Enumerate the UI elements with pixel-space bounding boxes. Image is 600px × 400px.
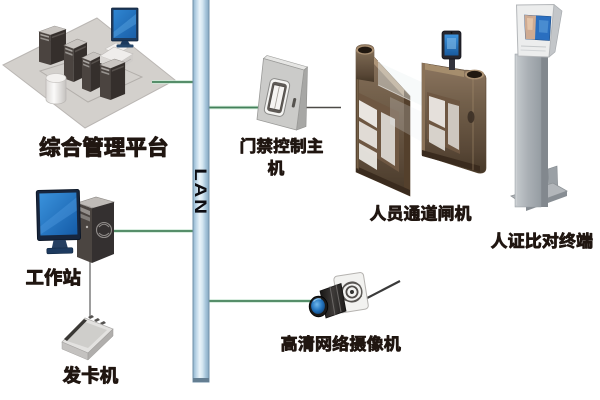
svg-text:LAN: LAN <box>191 168 210 215</box>
